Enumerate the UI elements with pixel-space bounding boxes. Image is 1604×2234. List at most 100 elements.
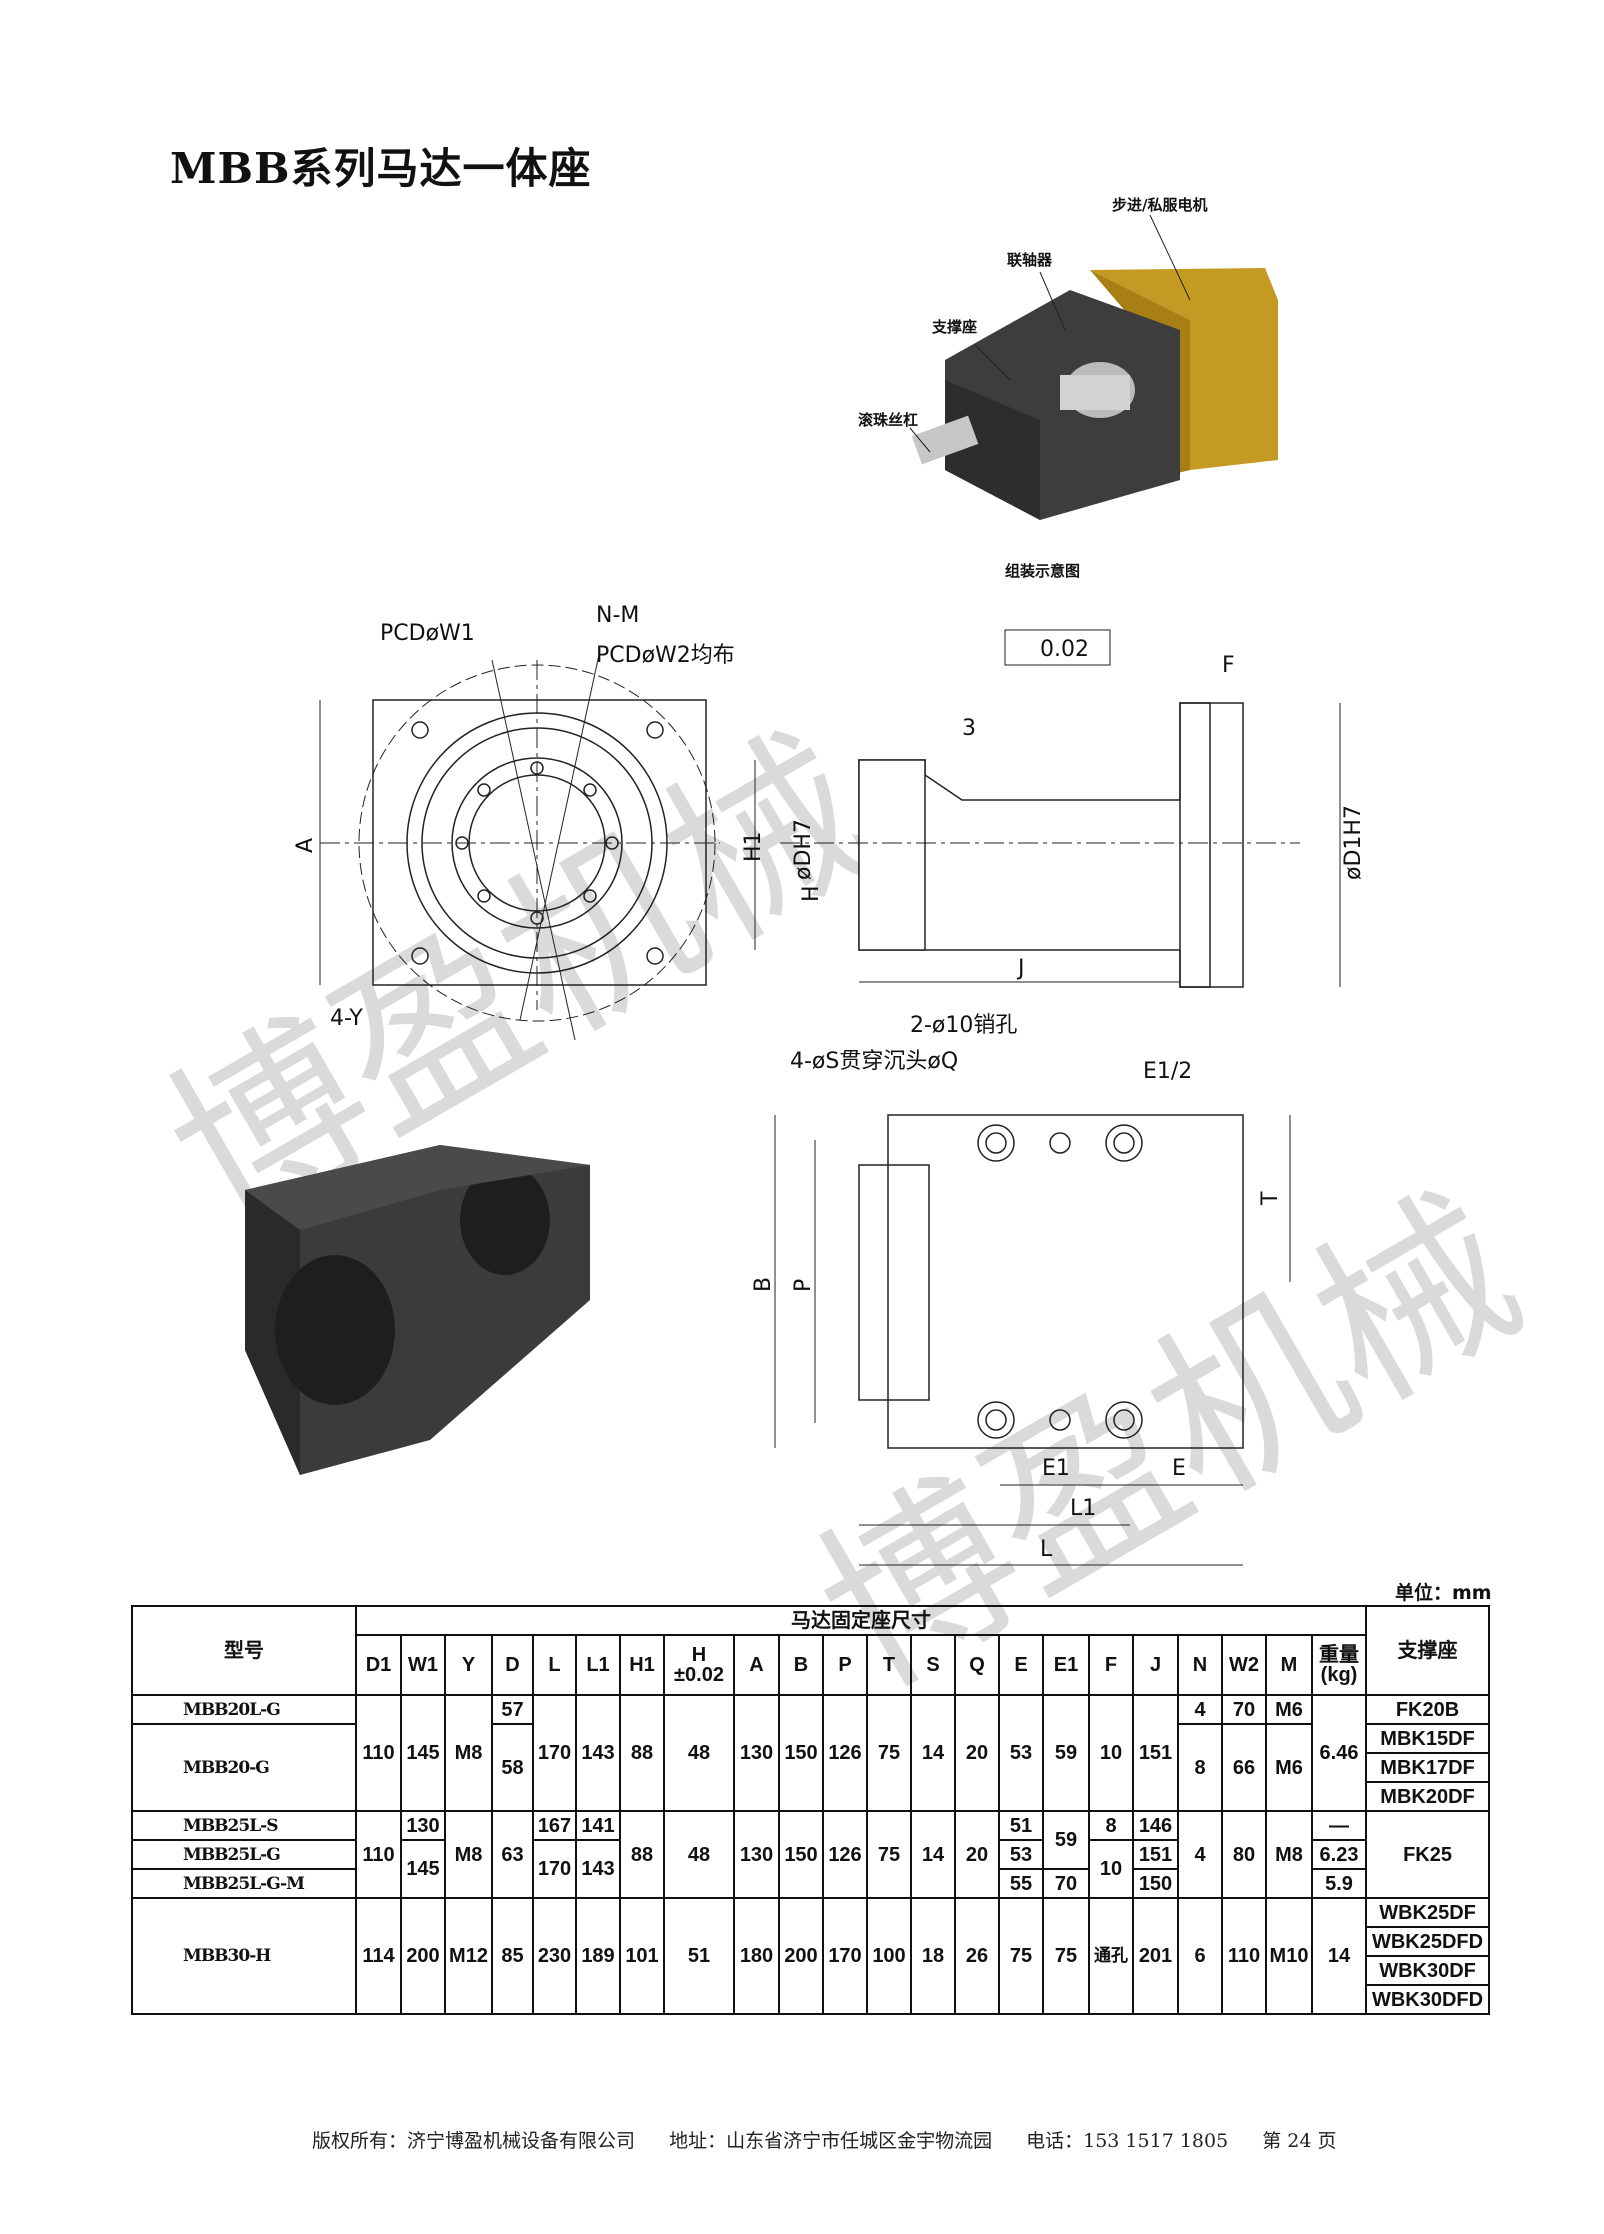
col-e: E <box>998 1634 1044 1696</box>
dim-j: J <box>1016 956 1025 981</box>
label-motor: 步进/私服电机 <box>1112 196 1207 214</box>
page-title: MBB系列马达一体座 <box>170 144 592 193</box>
footer-phone: 电话：153 1517 1805 <box>1026 2130 1229 2152</box>
dim-pcd-w1: PCDøW1 <box>380 621 475 646</box>
cell: 53 <box>998 1839 1044 1870</box>
cell: 59 <box>1042 1694 1090 1812</box>
col-a: A <box>733 1634 780 1696</box>
cell: 55 <box>998 1868 1044 1899</box>
table-row: WBK25DFD <box>132 1926 1491 1957</box>
table-row: MBK20DF <box>132 1781 1491 1812</box>
dim-a: A <box>293 838 318 853</box>
col-m: M <box>1265 1634 1313 1696</box>
table-row: MBB20L-G 110 145 M8 57 170 143 88 48 130… <box>131 1694 1491 1812</box>
col-b: B <box>778 1634 824 1696</box>
dim-n-m: N-M <box>596 603 639 628</box>
unit-label: 单位：mm <box>1395 1582 1492 1604</box>
cell: M12 <box>444 1897 493 2015</box>
cell: WBK30DFD <box>1365 1984 1491 2015</box>
dim-b: B <box>751 1277 776 1292</box>
cell: 150 <box>778 1810 824 1899</box>
cell: 75 <box>866 1810 912 1899</box>
cell: 114 <box>355 1897 402 2015</box>
col-j: J <box>1132 1634 1179 1696</box>
cell: 6.23 <box>1310 1839 1368 1870</box>
col-e1: E1 <box>1042 1634 1090 1696</box>
col-y: Y <box>444 1634 493 1696</box>
col-h: H ±0.02 <box>663 1634 735 1696</box>
header-group: 马达固定座尺寸 <box>354 1605 1368 1636</box>
cell: 145 <box>400 1694 446 1812</box>
cell: 141 <box>575 1810 621 1841</box>
table-row: WBK30DFD <box>132 1984 1491 2015</box>
cell: WBK25DFD <box>1365 1926 1491 1957</box>
cell: 10 <box>1088 1694 1134 1812</box>
cell: 201 <box>1132 1897 1179 2015</box>
cell: M6 <box>1265 1694 1313 1725</box>
dim-l: L <box>1040 1537 1053 1562</box>
cell: 126 <box>822 1810 868 1899</box>
header-model: 型号 <box>131 1605 357 1696</box>
label-ballscrew: 滚珠丝杠 <box>858 411 918 429</box>
col-q: Q <box>954 1634 1000 1696</box>
col-p: P <box>822 1634 868 1696</box>
dim-flatness-tolerance: 0.02 <box>1040 637 1089 662</box>
cell: 6 <box>1177 1897 1223 2015</box>
col-w2: W2 <box>1221 1634 1267 1696</box>
cell: 110 <box>355 1810 402 1899</box>
col-w1: W1 <box>400 1634 446 1696</box>
cell: 143 <box>575 1694 621 1812</box>
cell: 151 <box>1132 1694 1179 1812</box>
cell: 189 <box>575 1897 621 2015</box>
dim-e1: E1 <box>1042 1456 1070 1481</box>
cell: 180 <box>733 1897 780 2015</box>
cell: FK20B <box>1365 1694 1491 1725</box>
cell: 48 <box>663 1810 735 1899</box>
cell: 167 <box>532 1810 577 1841</box>
cell: 20 <box>954 1810 1000 1899</box>
cell: 18 <box>910 1897 956 2015</box>
dim-t: T <box>1258 1191 1283 1206</box>
cell: 143 <box>575 1839 621 1899</box>
dim-pin-holes: 2-ø10销孔 <box>910 1013 1017 1038</box>
cell: 14 <box>910 1694 956 1812</box>
cell: M6 <box>1265 1723 1313 1812</box>
model-cell: MBB25L-G <box>131 1839 357 1870</box>
cell: MBK17DF <box>1365 1752 1491 1783</box>
cell: 51 <box>663 1897 735 2015</box>
cell: 26 <box>954 1897 1000 2015</box>
cell: M8 <box>444 1694 493 1812</box>
label-support: 支撑座 <box>931 318 977 336</box>
cell: MBK15DF <box>1365 1723 1491 1754</box>
cell: 4 <box>1177 1694 1223 1725</box>
dim-dh7: øDH7 <box>791 819 816 880</box>
cell: 88 <box>619 1810 665 1899</box>
dim-p: P <box>791 1279 816 1292</box>
cell: 88 <box>619 1694 665 1812</box>
footer-page: 第 24 页 <box>1262 2130 1337 2152</box>
cell: 200 <box>400 1897 446 2015</box>
top-view <box>774 1114 1291 1566</box>
col-weight: 重量 (kg) <box>1310 1634 1368 1696</box>
cell: 75 <box>998 1897 1044 2015</box>
cell: 110 <box>1221 1897 1267 2015</box>
cell: 63 <box>491 1810 534 1899</box>
cell: 100 <box>866 1897 912 2015</box>
col-h1: H1 <box>619 1634 665 1696</box>
table-row: MBB25L-S 110 130 M8 63 167 141 88 48 130… <box>131 1810 1491 1899</box>
cell: 200 <box>778 1897 824 2015</box>
cell: WBK30DF <box>1365 1955 1491 1986</box>
model-cell: MBB20-G <box>131 1723 357 1812</box>
dim-e: E <box>1172 1456 1186 1481</box>
dim-counterbore-holes: 4-øS贯穿沉头øQ <box>790 1049 958 1074</box>
dim-l1: L1 <box>1070 1496 1096 1521</box>
cell: 130 <box>400 1810 446 1841</box>
cell: M8 <box>444 1810 493 1899</box>
col-s: S <box>910 1634 956 1696</box>
cell: 5.9 <box>1310 1868 1368 1899</box>
cell: 101 <box>619 1897 665 2015</box>
table-row: MBB25L-G-M 55 70 150 5.9 <box>131 1868 1489 1899</box>
cell: 6.46 <box>1310 1694 1368 1812</box>
col-t: T <box>866 1634 912 1696</box>
cell: 14 <box>910 1810 956 1899</box>
